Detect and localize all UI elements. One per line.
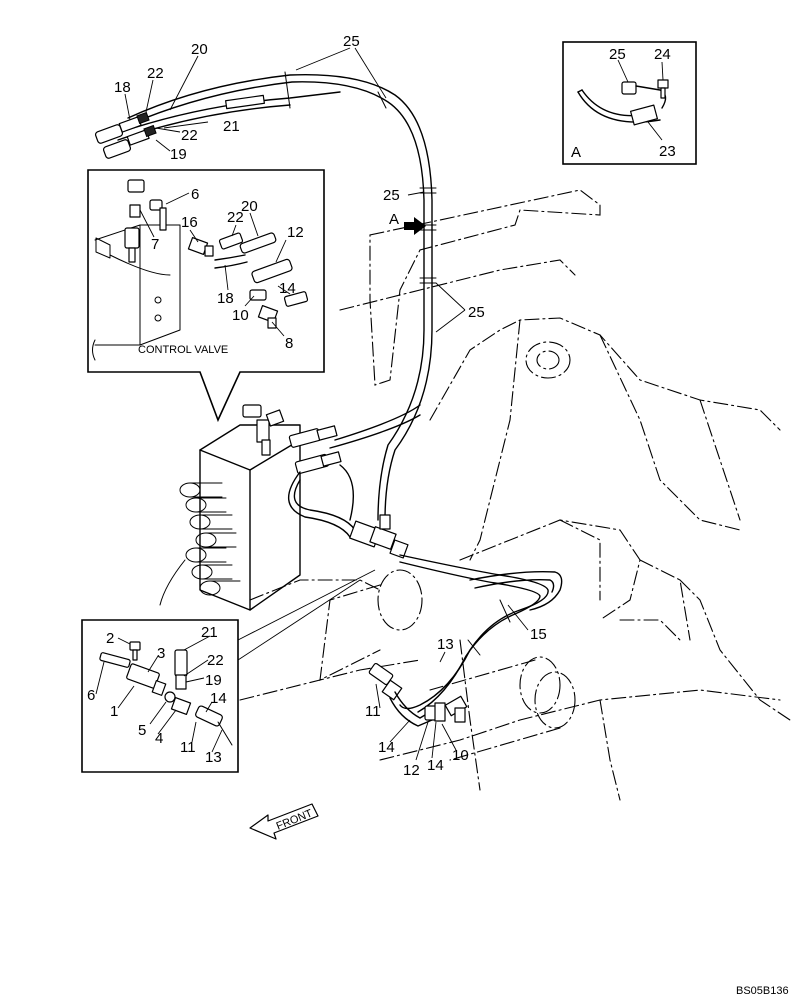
hose-routing <box>117 71 563 713</box>
valve-top-fittings <box>242 404 342 475</box>
callout: 4 <box>155 730 163 747</box>
callout: 14 <box>210 690 227 707</box>
control-valve-body <box>159 424 301 611</box>
callout: 12 <box>287 224 304 241</box>
callout: 6 <box>87 687 95 704</box>
callout: 25 <box>468 304 485 321</box>
callout: 20 <box>191 41 208 58</box>
leader-lines <box>95 47 664 761</box>
callout: 21 <box>201 624 218 641</box>
view-a-arrow-label: A <box>389 211 399 228</box>
callout: 25 <box>609 46 626 63</box>
callout: 1 <box>110 703 118 720</box>
callout: 13 <box>205 749 222 766</box>
callout: 12 <box>403 762 420 779</box>
callout: 25 <box>383 187 400 204</box>
hose-end-fittings <box>94 111 157 159</box>
view-a-arrow <box>404 217 426 235</box>
callout: 22 <box>207 652 224 669</box>
control-valve-callouts: 6 7 16 22 20 12 18 14 10 8 <box>151 186 304 352</box>
callout: 13 <box>437 636 454 653</box>
callout: 25 <box>343 33 360 50</box>
callout: 22 <box>227 209 244 226</box>
callout: 21 <box>223 118 240 135</box>
callout: 7 <box>151 236 159 253</box>
callout: 10 <box>452 747 469 764</box>
callout: 24 <box>654 46 671 63</box>
callout: 19 <box>205 672 222 689</box>
callout: 11 <box>365 703 381 720</box>
lower-detail-box <box>81 569 376 773</box>
machine-frame-outline <box>239 189 791 801</box>
detail-a-callouts: 25 24 23 <box>609 46 676 160</box>
lower-box-callouts: 2 3 21 22 19 6 1 5 4 14 11 13 <box>87 624 227 766</box>
control-valve-detail-box <box>87 169 325 423</box>
callout: 14 <box>427 757 444 774</box>
callout: 22 <box>181 127 198 144</box>
callout: 15 <box>530 626 547 643</box>
lower-fittings <box>368 662 468 727</box>
callout: 3 <box>157 645 165 662</box>
detail-a-box <box>562 41 697 165</box>
callout: 18 <box>114 79 131 96</box>
callout: 10 <box>232 307 249 324</box>
callout: 16 <box>181 214 198 231</box>
callout: 2 <box>106 630 114 647</box>
callout: 8 <box>285 335 293 352</box>
control-valve-label: CONTROL VALVE <box>138 344 228 356</box>
main-callouts: 25 20 22 18 21 22 19 25 25 13 15 11 14 1… <box>114 33 547 779</box>
callout: 18 <box>217 290 234 307</box>
callout: 22 <box>147 65 164 82</box>
callout: 11 <box>180 739 196 756</box>
callout: 19 <box>170 146 187 163</box>
callout: 5 <box>138 722 146 739</box>
front-arrow <box>249 803 319 840</box>
detail-a-letter: A <box>571 144 581 161</box>
reference-code: BS05B136 <box>736 985 789 997</box>
callout: 14 <box>378 739 395 756</box>
callout: 14 <box>279 280 296 297</box>
callout: 23 <box>659 143 676 160</box>
callout: 20 <box>241 198 258 215</box>
callout: 6 <box>191 186 199 203</box>
